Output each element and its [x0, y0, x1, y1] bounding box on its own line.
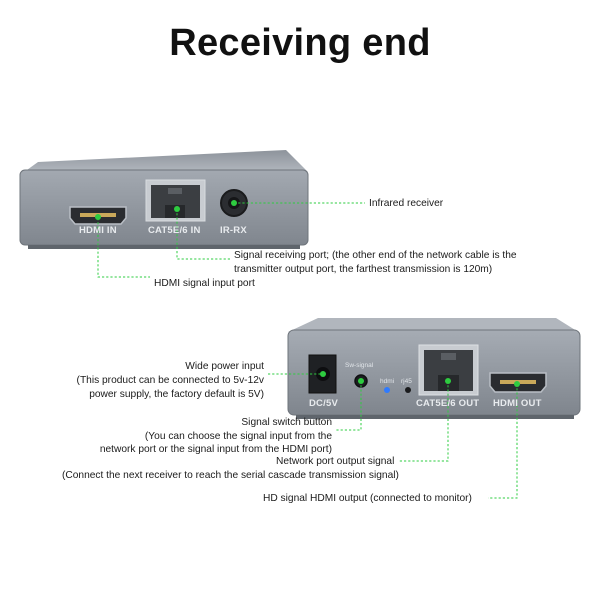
- ir-rx-label: IR-RX: [220, 225, 247, 236]
- power-callout-line1: Wide power input: [185, 361, 264, 372]
- hdmi-in-label: HDMI IN: [79, 225, 117, 236]
- hdmi-out-label: HDMI OUT: [493, 398, 542, 409]
- cat5e-in-port: [145, 179, 206, 222]
- device2-leader-dots: [320, 371, 520, 387]
- hdmi-output-callout: HD signal HDMI output (connected to moni…: [263, 493, 472, 504]
- device2-leader-lines: [268, 373, 518, 499]
- leader-hdmi-input: [97, 218, 150, 278]
- leader-network-out: [398, 381, 449, 462]
- device1-leader-dots: [95, 200, 237, 220]
- cat-out-label: CAT5E/6 OUT: [416, 398, 480, 409]
- power-callout-line2: (This product can be connected to 5v-12v: [76, 375, 264, 386]
- hdmi-led-indicator: [384, 387, 390, 393]
- hdmi-led-label: hdmi: [380, 378, 395, 385]
- signal-port-callout-line2: transmitter output port, the farthest tr…: [234, 264, 493, 275]
- hdmi-input-callout: HDMI signal input port: [154, 278, 255, 289]
- leader-hdmi-out: [488, 384, 518, 499]
- switch-callout-line2: (You can choose the signal input from th…: [144, 431, 332, 442]
- power-callout-line3: power supply, the factory default is 5V): [89, 389, 264, 400]
- device1-leader-lines: [97, 202, 365, 278]
- cat-in-label: CAT5E/6 IN: [148, 225, 201, 236]
- dc-label: DC/5V: [309, 398, 338, 409]
- leader-signal-port: [176, 209, 230, 260]
- signal-port-callout-line1: Signal receiving port; (the other end of…: [234, 250, 517, 261]
- switch-callout-line1: Signal switch button: [241, 417, 332, 428]
- network-out-callout-line1: Network port output signal: [276, 456, 395, 467]
- network-out-callout-line2: (Connect the next receiver to reach the …: [62, 470, 399, 481]
- rj45-led-label: rj45: [401, 378, 412, 385]
- infrared-receiver-callout: Infrared receiver: [369, 198, 444, 209]
- cat5e-out-port: [418, 344, 479, 396]
- sw-signal-label: Sw-signal: [345, 362, 374, 369]
- rj45-led-indicator: [405, 387, 411, 393]
- page-title: Receiving end: [169, 22, 431, 64]
- switch-callout-line3: network port or the signal input from th…: [99, 444, 332, 455]
